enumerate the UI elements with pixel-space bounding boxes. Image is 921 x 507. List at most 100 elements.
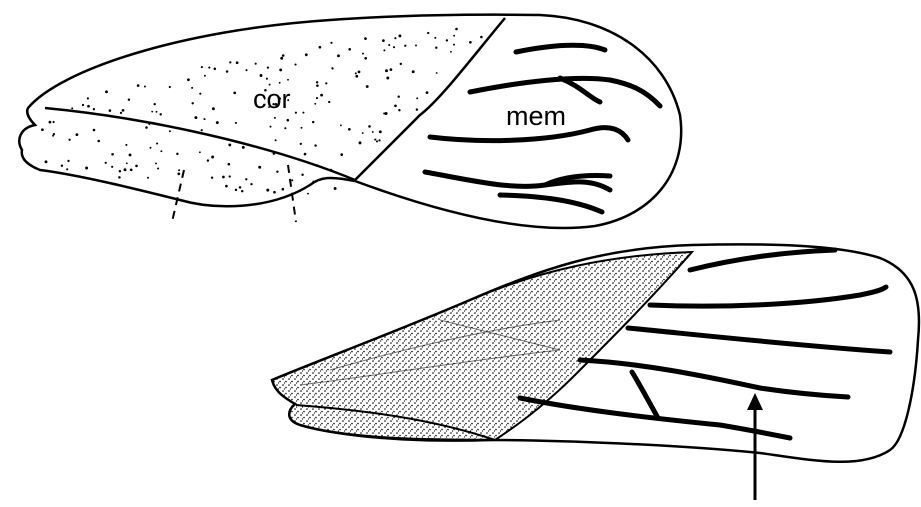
stipple-dot [358, 71, 361, 74]
stipple-dot [109, 109, 112, 112]
stipple-dot [176, 153, 178, 155]
stipple-dot [469, 41, 472, 44]
stipple-dot [135, 165, 138, 168]
stipple-dot [235, 189, 237, 191]
stipple-dot [368, 125, 371, 128]
stipple-dot [145, 126, 148, 129]
stipple-dot [169, 86, 171, 88]
stipple-dot [330, 169, 333, 172]
stipple-dot [45, 160, 48, 163]
stipple-dot [260, 74, 263, 77]
stipple-dot [307, 193, 309, 195]
stipple-dot [245, 69, 247, 71]
top-wing: cor mem [19, 15, 681, 228]
stipple-dot [199, 93, 201, 95]
stipple-dot [301, 174, 303, 176]
stipple-dot [275, 139, 277, 141]
stipple-dot [374, 139, 376, 141]
stipple-dot [299, 190, 301, 192]
stipple-dot [228, 143, 231, 146]
stipple-dot [119, 170, 121, 172]
stipple-dot [61, 165, 63, 167]
stipple-dot [273, 191, 276, 194]
stipple-dot [233, 92, 236, 95]
stipple-dot [337, 54, 340, 57]
stipple-dot [97, 140, 100, 143]
stipple-dot [93, 129, 96, 132]
stipple-dot [348, 128, 351, 131]
stipple-dot [331, 67, 333, 69]
stipple-dot [312, 180, 314, 182]
stipple-dot [316, 97, 318, 99]
stipple-dot [148, 123, 150, 125]
stipple-dot [314, 103, 316, 105]
stipple-dot [214, 68, 217, 71]
stipple-dot [159, 113, 161, 115]
stipple-dot [376, 140, 378, 142]
stipple-dot [239, 186, 242, 189]
stipple-dot [416, 97, 418, 99]
stipple-dot [340, 124, 342, 126]
stipple-dot [177, 173, 180, 176]
stipple-dot [156, 111, 158, 113]
stipple-dot [366, 85, 369, 88]
stipple-dot [348, 48, 351, 51]
stipple-dot [294, 64, 296, 66]
stipple-dot [450, 51, 452, 53]
stipple-dot [49, 121, 52, 124]
stipple-dot [76, 133, 79, 136]
stipple-dot [382, 39, 385, 42]
stipple-dot [301, 127, 303, 129]
stipple-dot [126, 162, 128, 164]
stipple-dot [235, 122, 237, 124]
stipple-dot [364, 37, 367, 40]
stipple-dot [279, 68, 282, 71]
stipple-dot [156, 142, 158, 144]
stipple-dot [178, 169, 180, 171]
stipple-dot [194, 116, 197, 119]
stipple-dot [435, 47, 437, 49]
stipple-dot [229, 61, 231, 63]
stipple-dot [111, 153, 114, 156]
stipple-dot [236, 61, 239, 64]
stipple-dot [105, 162, 107, 164]
stipple-dot [242, 146, 245, 149]
stipple-dot [320, 94, 323, 97]
stipple-dot [319, 46, 322, 49]
stipple-dot [154, 103, 156, 105]
stipple-dot [152, 122, 155, 125]
stipple-dot [426, 91, 429, 94]
stipple-dot [276, 171, 278, 173]
stipple-dot [41, 128, 44, 131]
stipple-dot [280, 57, 283, 60]
stipple-dot [245, 178, 247, 180]
stipple-dot [385, 69, 388, 72]
stipple-dot [93, 108, 95, 110]
stipple-dot [118, 176, 121, 179]
stipple-dot [147, 177, 149, 179]
stipple-dot [415, 45, 417, 47]
stipple-dot [386, 77, 389, 80]
stipple-dot [325, 82, 327, 84]
stipple-dot [258, 166, 261, 169]
stipple-dot [255, 63, 257, 65]
stipple-dot [295, 112, 297, 114]
stipple-dot [250, 183, 252, 185]
stipple-dot [364, 57, 367, 60]
stipple-dot [82, 104, 84, 106]
stipple-dot [53, 121, 55, 123]
stipple-dot [362, 132, 364, 134]
stipple-dot [427, 32, 429, 34]
stipple-dot [334, 187, 337, 190]
stipple-dot [412, 70, 415, 73]
stipple-dot [480, 36, 483, 39]
stipple-dot [203, 118, 205, 120]
stipple-dot [282, 54, 285, 57]
bottom-wing [272, 244, 919, 500]
stipple-dot [211, 156, 214, 159]
stipple-dot [201, 66, 203, 68]
stipple-dot [394, 37, 396, 39]
stipple-dot [340, 153, 343, 156]
stipple-dot [66, 168, 68, 170]
